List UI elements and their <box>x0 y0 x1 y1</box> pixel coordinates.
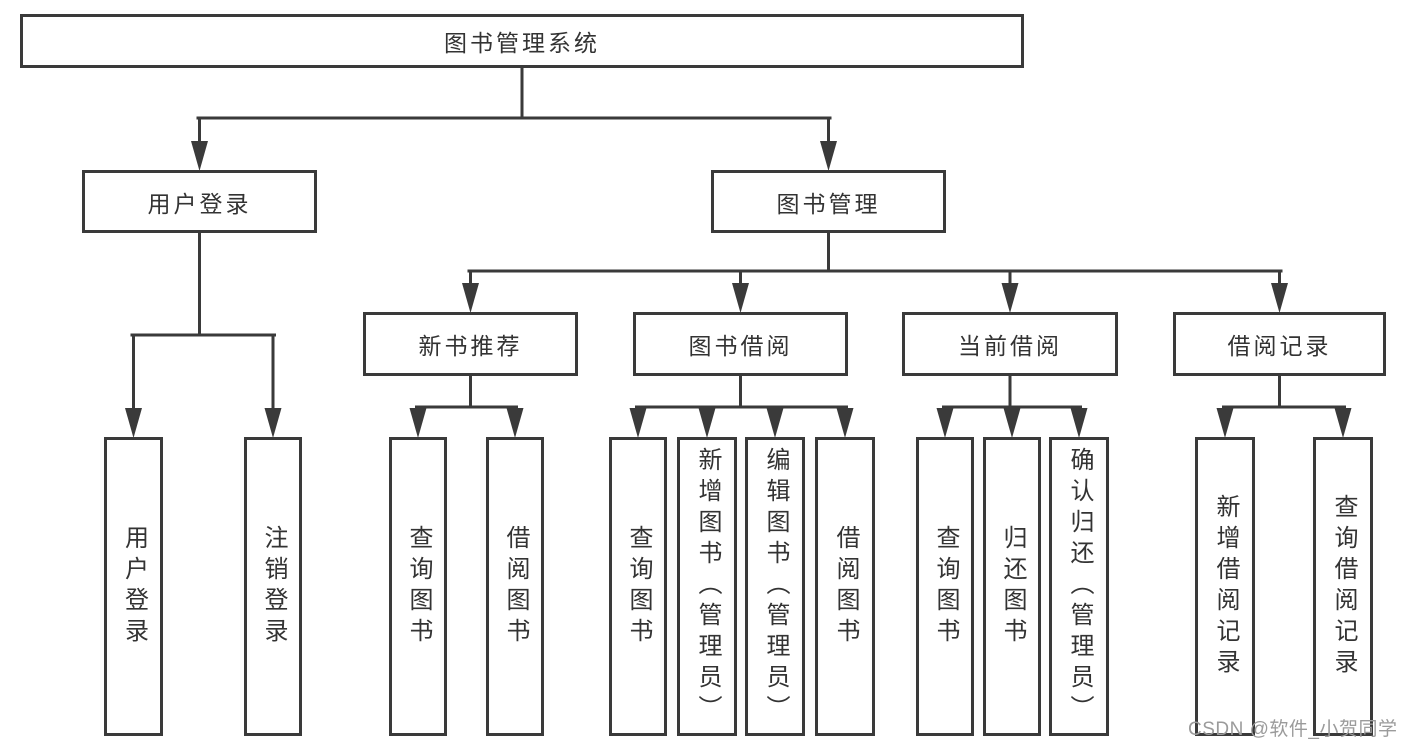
node-label-leaf-br-query-record: 查询借阅记录 <box>1330 493 1357 680</box>
arrowhead-icon <box>1001 283 1019 313</box>
arrowhead-icon <box>264 408 282 438</box>
node-label-leaf-logout: 注销登录 <box>260 524 287 649</box>
arrowhead-icon <box>732 283 749 313</box>
arrowhead-icon <box>1271 283 1288 313</box>
node-leaf-logout: 注销登录 <box>244 437 302 736</box>
node-leaf-br-add-record: 新增借阅记录 <box>1195 437 1255 736</box>
node-leaf-cb-query-book: 查询图书 <box>916 437 974 736</box>
node-label-leaf-nb-borrow-book: 借阅图书 <box>502 524 529 649</box>
arrowhead-icon <box>409 408 427 438</box>
arrowhead-icon <box>836 408 854 438</box>
arrowhead-icon <box>125 408 142 438</box>
node-label-book-borrow: 图书借阅 <box>688 333 793 359</box>
node-label-leaf-bb-query-book: 查询图书 <box>625 524 652 649</box>
node-leaf-br-query-record: 查询借阅记录 <box>1313 437 1373 736</box>
node-label-root: 图书管理系统 <box>444 30 600 56</box>
arrowhead-icon <box>766 408 784 438</box>
node-new-book: 新书推荐 <box>363 312 578 376</box>
node-label-leaf-cb-confirm-return: 确认归还（管理员） <box>1066 447 1093 726</box>
arrowhead-icon <box>191 141 208 171</box>
node-label-leaf-br-add-record: 新增借阅记录 <box>1212 493 1239 680</box>
node-label-user-login: 用户登录 <box>147 190 252 217</box>
node-current-borrow: 当前借阅 <box>902 312 1118 376</box>
node-leaf-cb-confirm-return: 确认归还（管理员） <box>1049 437 1109 736</box>
node-label-leaf-bb-edit-book: 编辑图书（管理员） <box>762 447 789 726</box>
arrowhead-icon <box>820 141 837 171</box>
node-book-borrow: 图书借阅 <box>633 312 848 376</box>
arrowhead-icon <box>936 408 954 438</box>
node-leaf-bb-edit-book: 编辑图书（管理员） <box>745 437 805 736</box>
node-leaf-bb-query-book: 查询图书 <box>609 437 667 736</box>
arrowhead-icon <box>1334 408 1352 438</box>
node-label-book-mgmt: 图书管理 <box>776 190 881 217</box>
arrowhead-icon <box>462 283 479 313</box>
node-label-leaf-bb-borrow-book: 借阅图书 <box>832 524 859 649</box>
node-label-leaf-cb-query-book: 查询图书 <box>932 524 959 649</box>
node-label-leaf-nb-query-book: 查询图书 <box>405 524 432 649</box>
node-label-leaf-user-login: 用户登录 <box>120 524 148 649</box>
node-label-leaf-bb-add-book: 新增图书（管理员） <box>694 447 721 726</box>
arrowhead-icon <box>1216 408 1234 438</box>
node-label-borrow-records: 借阅记录 <box>1227 333 1332 359</box>
node-borrow-records: 借阅记录 <box>1173 312 1386 376</box>
csdn-watermark: CSDN @软件_小贺同学 <box>1188 719 1398 740</box>
node-leaf-bb-borrow-book: 借阅图书 <box>815 437 875 736</box>
node-root: 图书管理系统 <box>20 14 1024 68</box>
node-leaf-bb-add-book: 新增图书（管理员） <box>677 437 737 736</box>
node-book-mgmt: 图书管理 <box>711 170 946 233</box>
arrowhead-icon <box>629 408 647 438</box>
node-user-login: 用户登录 <box>82 170 317 233</box>
node-leaf-cb-return-book: 归还图书 <box>983 437 1041 736</box>
node-leaf-nb-query-book: 查询图书 <box>389 437 447 736</box>
node-leaf-nb-borrow-book: 借阅图书 <box>486 437 544 736</box>
arrowhead-icon <box>1070 408 1088 438</box>
node-label-leaf-cb-return-book: 归还图书 <box>999 524 1026 649</box>
node-label-new-book: 新书推荐 <box>418 333 523 359</box>
arrowhead-icon <box>506 408 524 438</box>
node-label-current-borrow: 当前借阅 <box>958 333 1062 359</box>
arrowhead-icon <box>1003 408 1021 438</box>
arrowhead-icon <box>698 408 716 438</box>
node-leaf-user-login: 用户登录 <box>104 437 163 736</box>
